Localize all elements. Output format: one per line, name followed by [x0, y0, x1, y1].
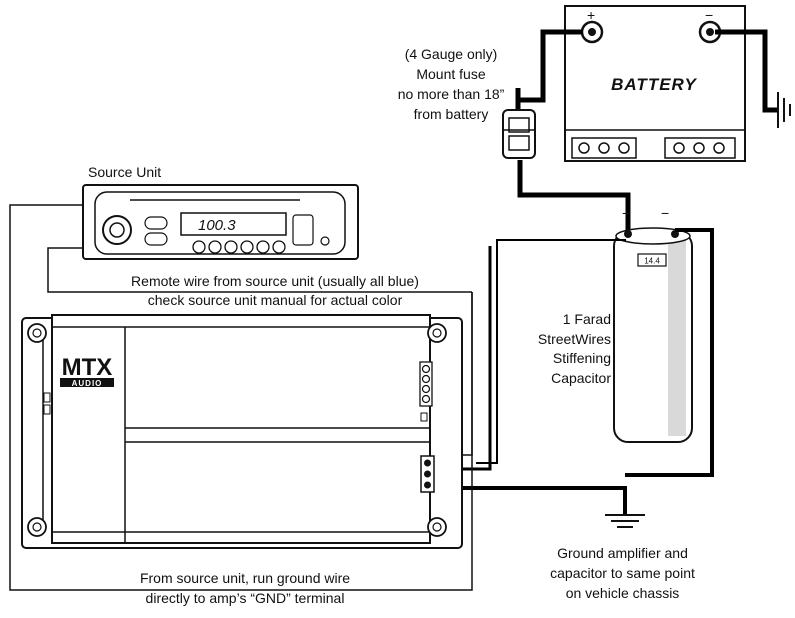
fuse-note: (4 Gauge only) Mount fuse no more than 1…	[376, 44, 526, 124]
power-wire-fuse-capacitor	[517, 160, 631, 232]
capacitor-label-line: Stiffening	[552, 350, 611, 366]
chassis-ground-icon	[605, 514, 645, 528]
capacitor-display	[637, 253, 667, 267]
fuse-note-line: Mount fuse	[416, 66, 486, 82]
battery-ground-icon	[777, 92, 791, 128]
mtx-logo: MTX AUDIO	[58, 350, 116, 388]
remote-wire-note-line: Remote wire from source unit (usually al…	[131, 273, 419, 289]
fuse-holder-icon	[502, 88, 536, 159]
capacitor-negative-label: −	[661, 205, 669, 221]
svg-text:MTX: MTX	[62, 354, 113, 381]
capacitor-positive-label: +	[622, 205, 630, 221]
chassis-ground-note-line: on vehicle chassis	[565, 585, 680, 601]
battery-negative-label: −	[705, 7, 713, 23]
remote-wire-note-line: check source unit manual for actual colo…	[147, 292, 403, 308]
capacitor-label-line: Capacitor	[551, 369, 611, 386]
chassis-ground-note: Ground amplifier and capacitor to same p…	[530, 543, 715, 603]
capacitor: 14.4	[613, 227, 693, 443]
capacitor-display-value: 14.4	[644, 257, 660, 266]
capacitor-label-line: StreetWires	[537, 330, 611, 347]
amp-ground-wire	[432, 486, 627, 515]
radio-display-value: 100.3	[198, 217, 236, 234]
remote-wire	[47, 247, 472, 293]
battery-name: BATTERY	[611, 75, 697, 94]
amplifier: MTX AUDIO	[21, 314, 463, 549]
battery-positive-label: +	[587, 7, 595, 23]
amplifier-body	[51, 314, 431, 544]
radio-display	[180, 212, 287, 236]
power-wire-battery-fuse	[518, 29, 583, 103]
chassis-ground-note-line: Ground amplifier and	[557, 545, 688, 561]
fuse-note-line: no more than 18”	[397, 86, 505, 102]
amp-ground-note-line: directly to amp’s “GND” terminal	[145, 590, 345, 606]
capacitor-label: 1 Farad StreetWires Stiffening Capacitor	[500, 310, 611, 388]
fuse-note-line: from battery	[413, 106, 489, 122]
source-ground-wire	[9, 204, 473, 591]
fuse-note-line: (4 Gauge only)	[404, 46, 498, 62]
capacitor-label-line: 1 Farad	[562, 311, 611, 327]
chassis-ground-note-line: capacitor to same point	[550, 565, 695, 581]
svg-text:AUDIO: AUDIO	[72, 379, 103, 388]
capacitor-ground-wire	[625, 228, 714, 477]
source-unit-label: Source Unit	[88, 164, 162, 180]
amp-ground-note-line: From source unit, run ground wire	[139, 570, 351, 586]
amp-ground-note: From source unit, run ground wire direct…	[110, 568, 380, 608]
remote-wire-note: Remote wire from source unit (usually al…	[90, 272, 460, 310]
source-unit: 100.3	[82, 184, 359, 260]
battery-ground-wire	[715, 29, 778, 113]
